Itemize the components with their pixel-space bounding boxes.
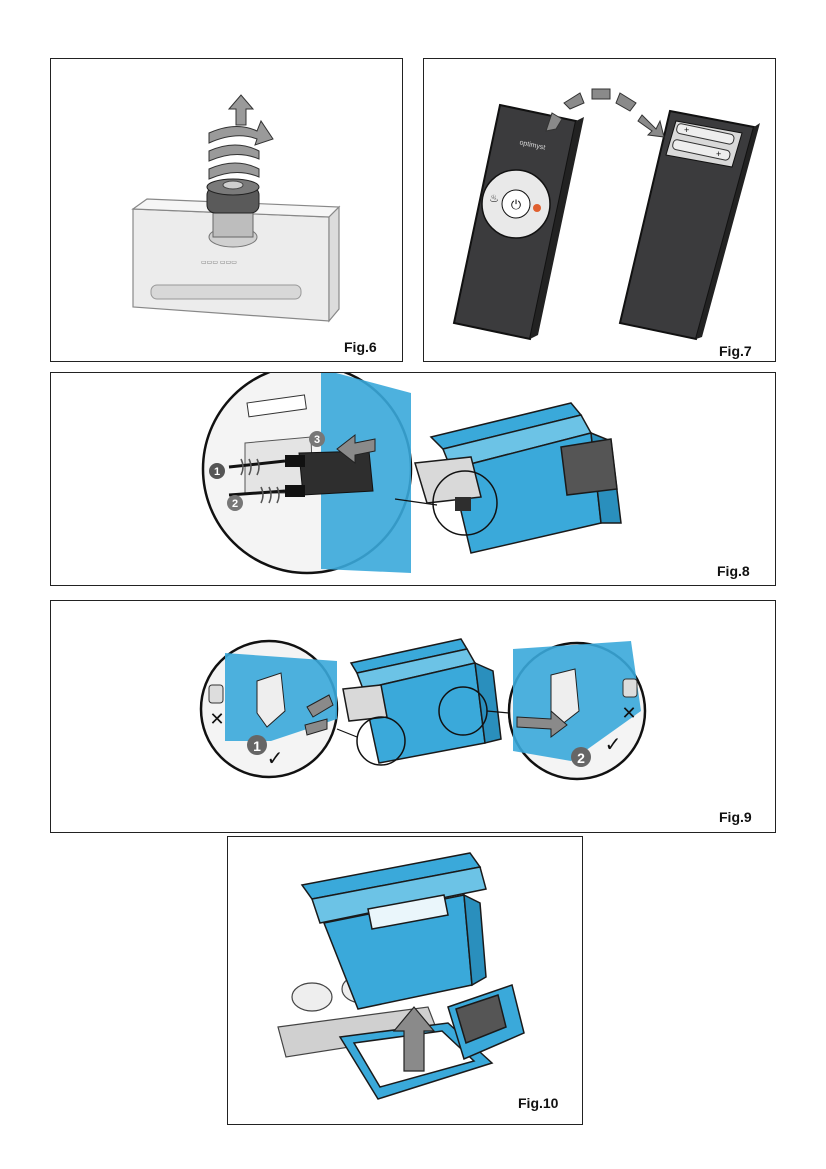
water-tank-unit: [342, 638, 502, 764]
mist-knob: [206, 178, 260, 248]
fig10-label: Fig.10: [518, 1095, 559, 1111]
remote-front: ⏻ ♨ optimyst: [452, 103, 584, 341]
svg-text:+: +: [716, 149, 721, 159]
power-icon[interactable]: ⏻: [511, 197, 521, 212]
flame-icon[interactable]: ♨: [489, 193, 499, 205]
fig8-illustration: 1 2 3: [201, 373, 622, 575]
detail-circle-left: [356, 716, 406, 766]
up-arrow-icon: [392, 1006, 436, 1072]
battery-icon: + +: [665, 120, 743, 168]
cross-icon: ✕: [209, 709, 224, 729]
zoom-detail-left: ✕ ✓ 1: [199, 639, 339, 779]
flip-arrow-icon: [545, 88, 665, 138]
cross-icon: ✕: [621, 703, 636, 723]
zoom-detail: [201, 373, 413, 575]
svg-text:3: 3: [314, 434, 320, 446]
figure-7-panel: ⏻ ♨ optimyst + + Fig.7: [423, 58, 776, 362]
step-badge-3: 3: [309, 431, 325, 447]
figure-9-panel: ✕ ✓ 1 ✕ ✓ 2 Fig.9: [50, 600, 776, 833]
rotation-arrow-icon: [208, 94, 274, 180]
svg-text:2: 2: [232, 498, 238, 510]
svg-text:▭▭▭ ▭▭▭: ▭▭▭ ▭▭▭: [201, 259, 237, 266]
svg-text:1: 1: [214, 466, 220, 478]
light-icon[interactable]: [533, 204, 541, 212]
fig9-label: Fig.9: [719, 809, 752, 825]
check-icon: ✓: [267, 748, 284, 770]
cartridge-base: ▭▭▭ ▭▭▭: [131, 198, 341, 323]
connector-small: [455, 497, 471, 511]
fig7-illustration: ⏻ ♨ optimyst + +: [452, 88, 760, 341]
figure-10-panel: Fig.10: [227, 836, 583, 1125]
water-tank-unit: [300, 852, 487, 1010]
fig6-illustration: ▭▭▭ ▭▭▭: [131, 94, 341, 323]
detail-circle: [432, 470, 498, 536]
water-tank-unit: [414, 402, 622, 554]
step-badge-2: 2: [227, 495, 243, 511]
figure-8-panel: 1 2 3 Fig.8: [50, 372, 776, 586]
fig7-label: Fig.7: [719, 343, 752, 359]
figure-6-panel: ▭▭▭ ▭▭▭ Fig.6: [50, 58, 403, 362]
zoom-detail-right: ✕ ✓ 2: [507, 641, 647, 781]
fig10-illustration: [277, 852, 525, 1100]
step-badge-2: 2: [577, 750, 585, 766]
svg-text:+: +: [684, 125, 689, 135]
fig8-label: Fig.8: [717, 563, 750, 579]
leader-line: [394, 498, 438, 506]
fig6-label: Fig.6: [344, 339, 377, 355]
step-badge-1: 1: [253, 738, 261, 754]
slide-arrow-icon: [306, 694, 334, 718]
fig9-illustration: ✕ ✓ 1 ✕ ✓ 2: [199, 638, 647, 781]
remote-back: + +: [618, 109, 760, 341]
step-badge-1: 1: [209, 463, 225, 479]
check-icon: ✓: [605, 734, 622, 756]
